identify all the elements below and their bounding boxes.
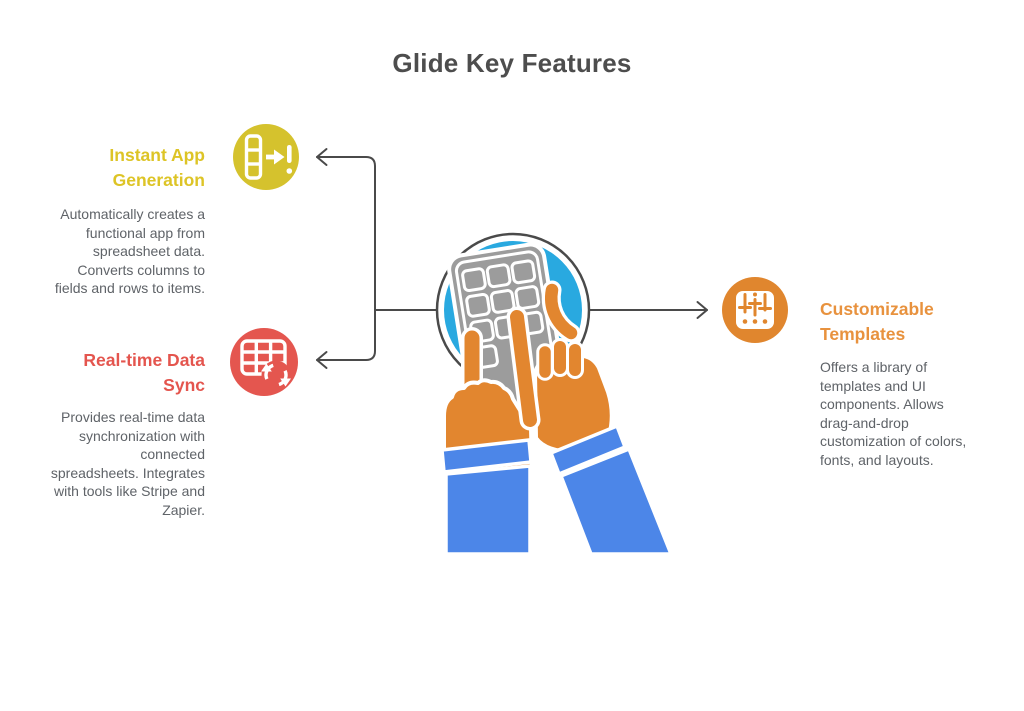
feature-description-templates: Offers a library of templates and UI com…: [820, 359, 967, 468]
right-cuff: [549, 424, 627, 476]
connector-top-branch: [316, 156, 376, 311]
index-finger: [506, 306, 541, 431]
feature-title-instant-app: Instant App Generation: [109, 145, 205, 190]
sliders-icon: [722, 277, 788, 343]
arrowhead-bottom-left-icon: [316, 351, 328, 369]
right-curled-fingers: [536, 338, 584, 381]
connector-bottom-branch: [316, 309, 376, 361]
arrowhead-right-icon: [696, 301, 708, 319]
column-to-app-icon: [233, 124, 299, 190]
feature-title-data-sync: Real-time Data Sync: [83, 350, 205, 395]
right-thumb: [541, 280, 581, 343]
hands-phone-illustration: [435, 232, 673, 556]
sleeves: [440, 424, 673, 556]
spreadsheet-sync-icon: [230, 328, 298, 396]
feature-title-templates: Customizable Templates: [820, 299, 934, 344]
right-sleeve: [559, 447, 673, 556]
left-sleeve: [444, 464, 532, 556]
feature-description-data-sync: Provides real-time data synchronization …: [50, 409, 205, 518]
feature-description-instant-app: Automatically creates a functional app f…: [54, 206, 205, 296]
left-cuff: [440, 438, 533, 474]
page-title: Glide Key Features: [392, 48, 632, 78]
arrowhead-top-left-icon: [316, 148, 328, 166]
